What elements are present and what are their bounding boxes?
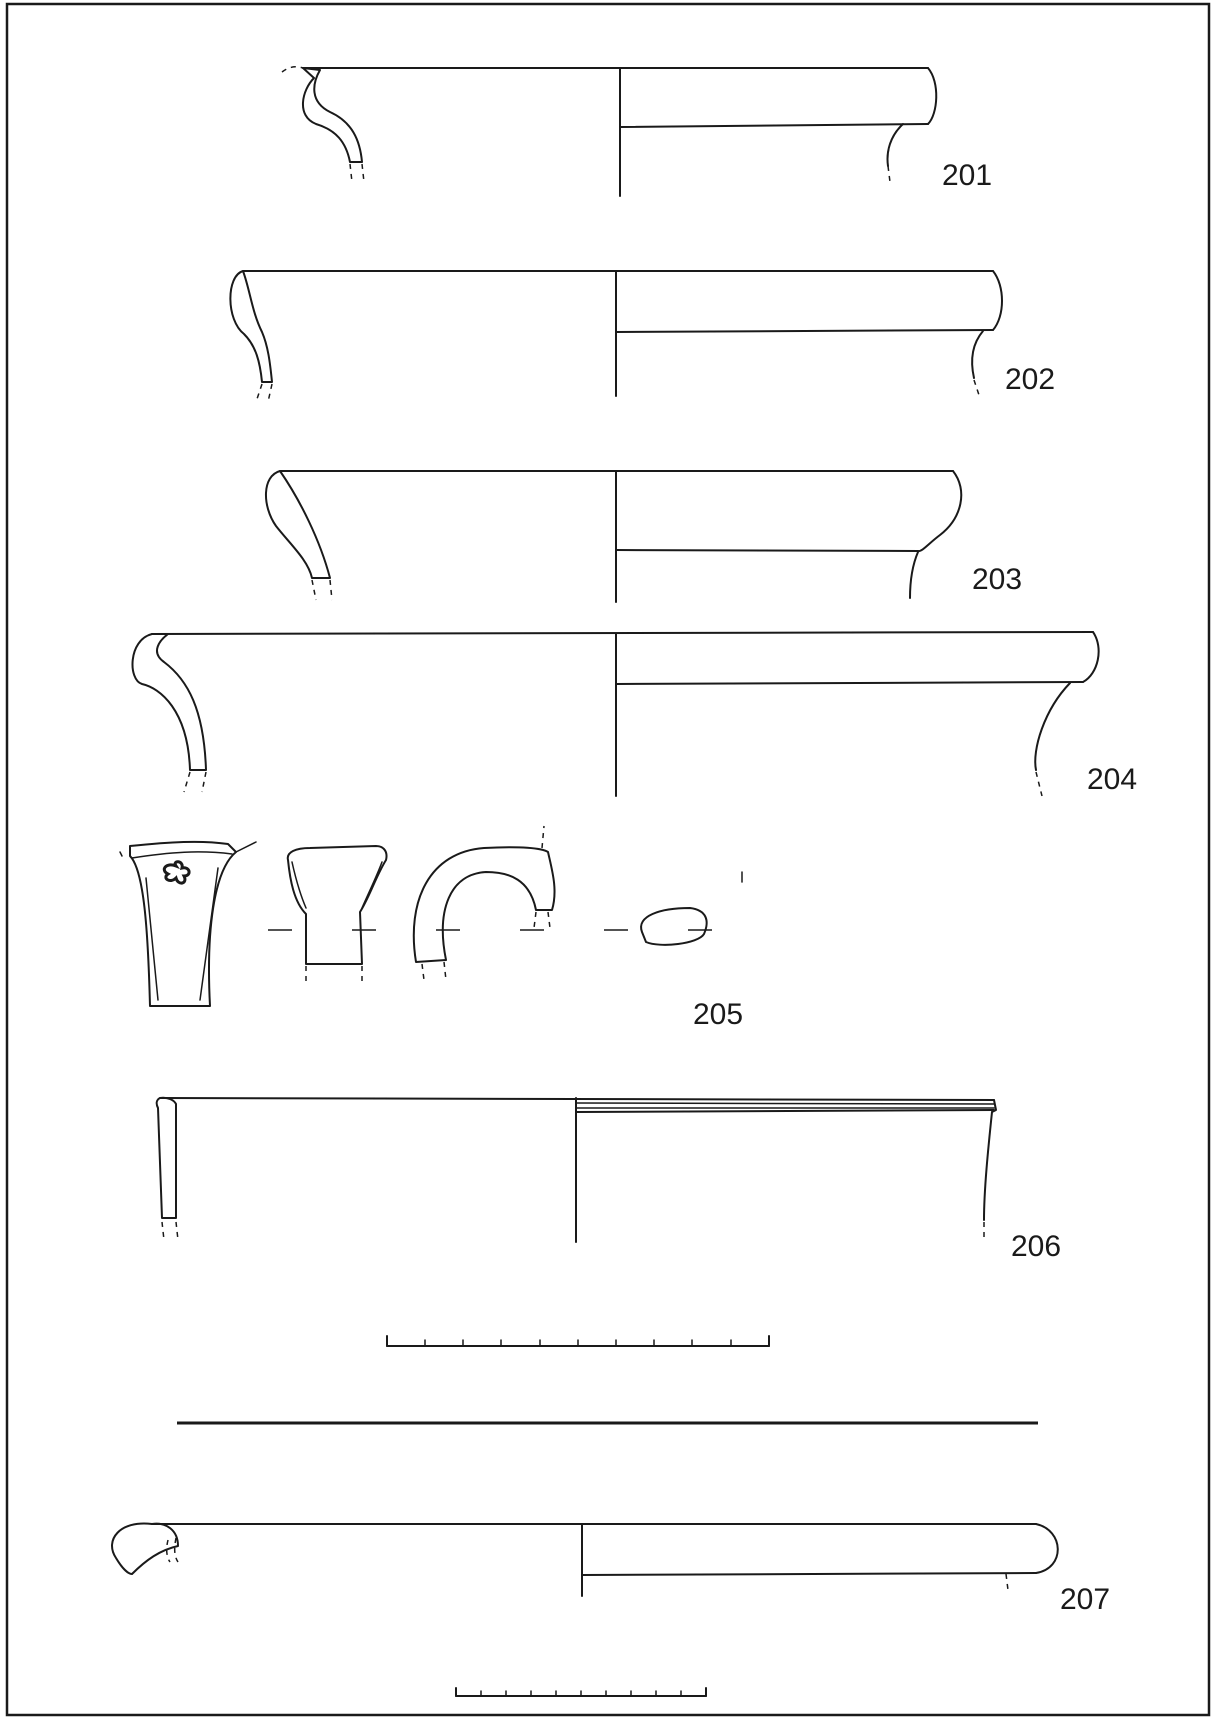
scale-bar-lower	[455, 1687, 707, 1697]
catalog-number-206: 206	[1011, 1230, 1061, 1263]
vessel-profile-206	[155, 1096, 997, 1243]
vessel-profile-203	[264, 470, 963, 603]
vessel-profile-201	[281, 66, 938, 197]
catalog-number-207: 207	[1060, 1583, 1110, 1616]
catalog-number-201: 201	[942, 159, 992, 192]
catalog-number-202: 202	[1005, 363, 1055, 396]
vessel-profile-207	[111, 1522, 1059, 1597]
rosette-stamp-mark	[162, 860, 191, 885]
handle-views-205	[119, 825, 743, 1007]
catalog-number-205: 205	[693, 998, 743, 1031]
vessel-profile-204	[131, 631, 1100, 797]
catalog-number-203: 203	[972, 563, 1022, 596]
plate-frame	[5, 2, 1211, 1717]
catalog-number-204: 204	[1087, 763, 1137, 796]
scale-bar-upper	[386, 1335, 770, 1347]
vessel-profile-202	[229, 270, 1003, 403]
